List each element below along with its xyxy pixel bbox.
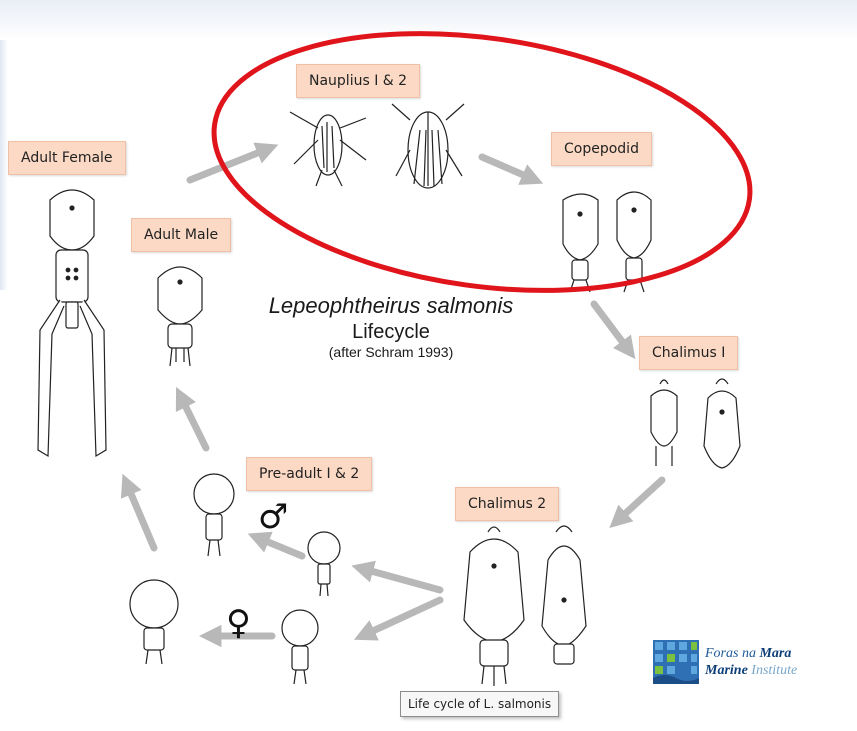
nauplius-drawing	[289, 103, 465, 189]
preadult-drawing	[193, 473, 341, 685]
chalimus1-drawing	[650, 378, 741, 469]
arrow-female-to-nauplius	[186, 142, 279, 184]
marine-institute-logo: Foras na Mara Marine Institute	[653, 640, 833, 690]
arrow-copepodid-to-chalimus1	[590, 300, 636, 360]
female-symbol: ♀	[226, 603, 251, 643]
arrow-chalimus2-to-preadult-male	[351, 560, 444, 594]
logo-line1: Foras na Mara	[705, 646, 792, 661]
copepodid-drawing	[562, 191, 652, 293]
marine-institute-logo-icon	[653, 640, 699, 684]
background-edge	[0, 40, 8, 290]
arrow-preadult-to-adult-male	[175, 386, 210, 452]
label-chalimus2: Chalimus 2	[455, 487, 560, 521]
label-chalimus1: Chalimus I	[639, 336, 739, 370]
label-preadult: Pre-adult I & 2	[246, 457, 373, 491]
chalimus2-drawing	[463, 525, 587, 686]
arrow-male-preadult-2-to-1	[247, 531, 306, 560]
image-tooltip: Life cycle of L. salmonis	[400, 691, 560, 717]
arrow-chalimus2-to-preadult-female	[353, 596, 444, 641]
adult-male-drawing	[129, 266, 203, 665]
label-copepodid: Copepodid	[551, 132, 652, 166]
adult-female-drawing	[37, 189, 107, 458]
arrow-preadult-to-adult-female	[120, 473, 158, 552]
highlight-ellipse	[211, 31, 753, 293]
label-adult-male: Adult Male	[131, 218, 232, 252]
label-adult-female: Adult Female	[8, 141, 126, 175]
arrow-nauplius-to-copepodid	[478, 153, 544, 185]
arrow-chalimus1-to-chalimus2	[609, 476, 666, 529]
logo-line2: Marine Institute	[705, 663, 798, 678]
title-species: Lepeophtheirus salmonis	[268, 293, 514, 318]
title-credit: (after Schram 1993)	[328, 344, 454, 360]
diagram-title: Lepeophtheirus salmonis Lifecycle (after…	[236, 293, 546, 360]
male-symbol: ♂	[258, 497, 288, 537]
label-nauplius: Nauplius I & 2	[296, 64, 421, 98]
title-lifecycle: Lifecycle	[352, 321, 430, 343]
